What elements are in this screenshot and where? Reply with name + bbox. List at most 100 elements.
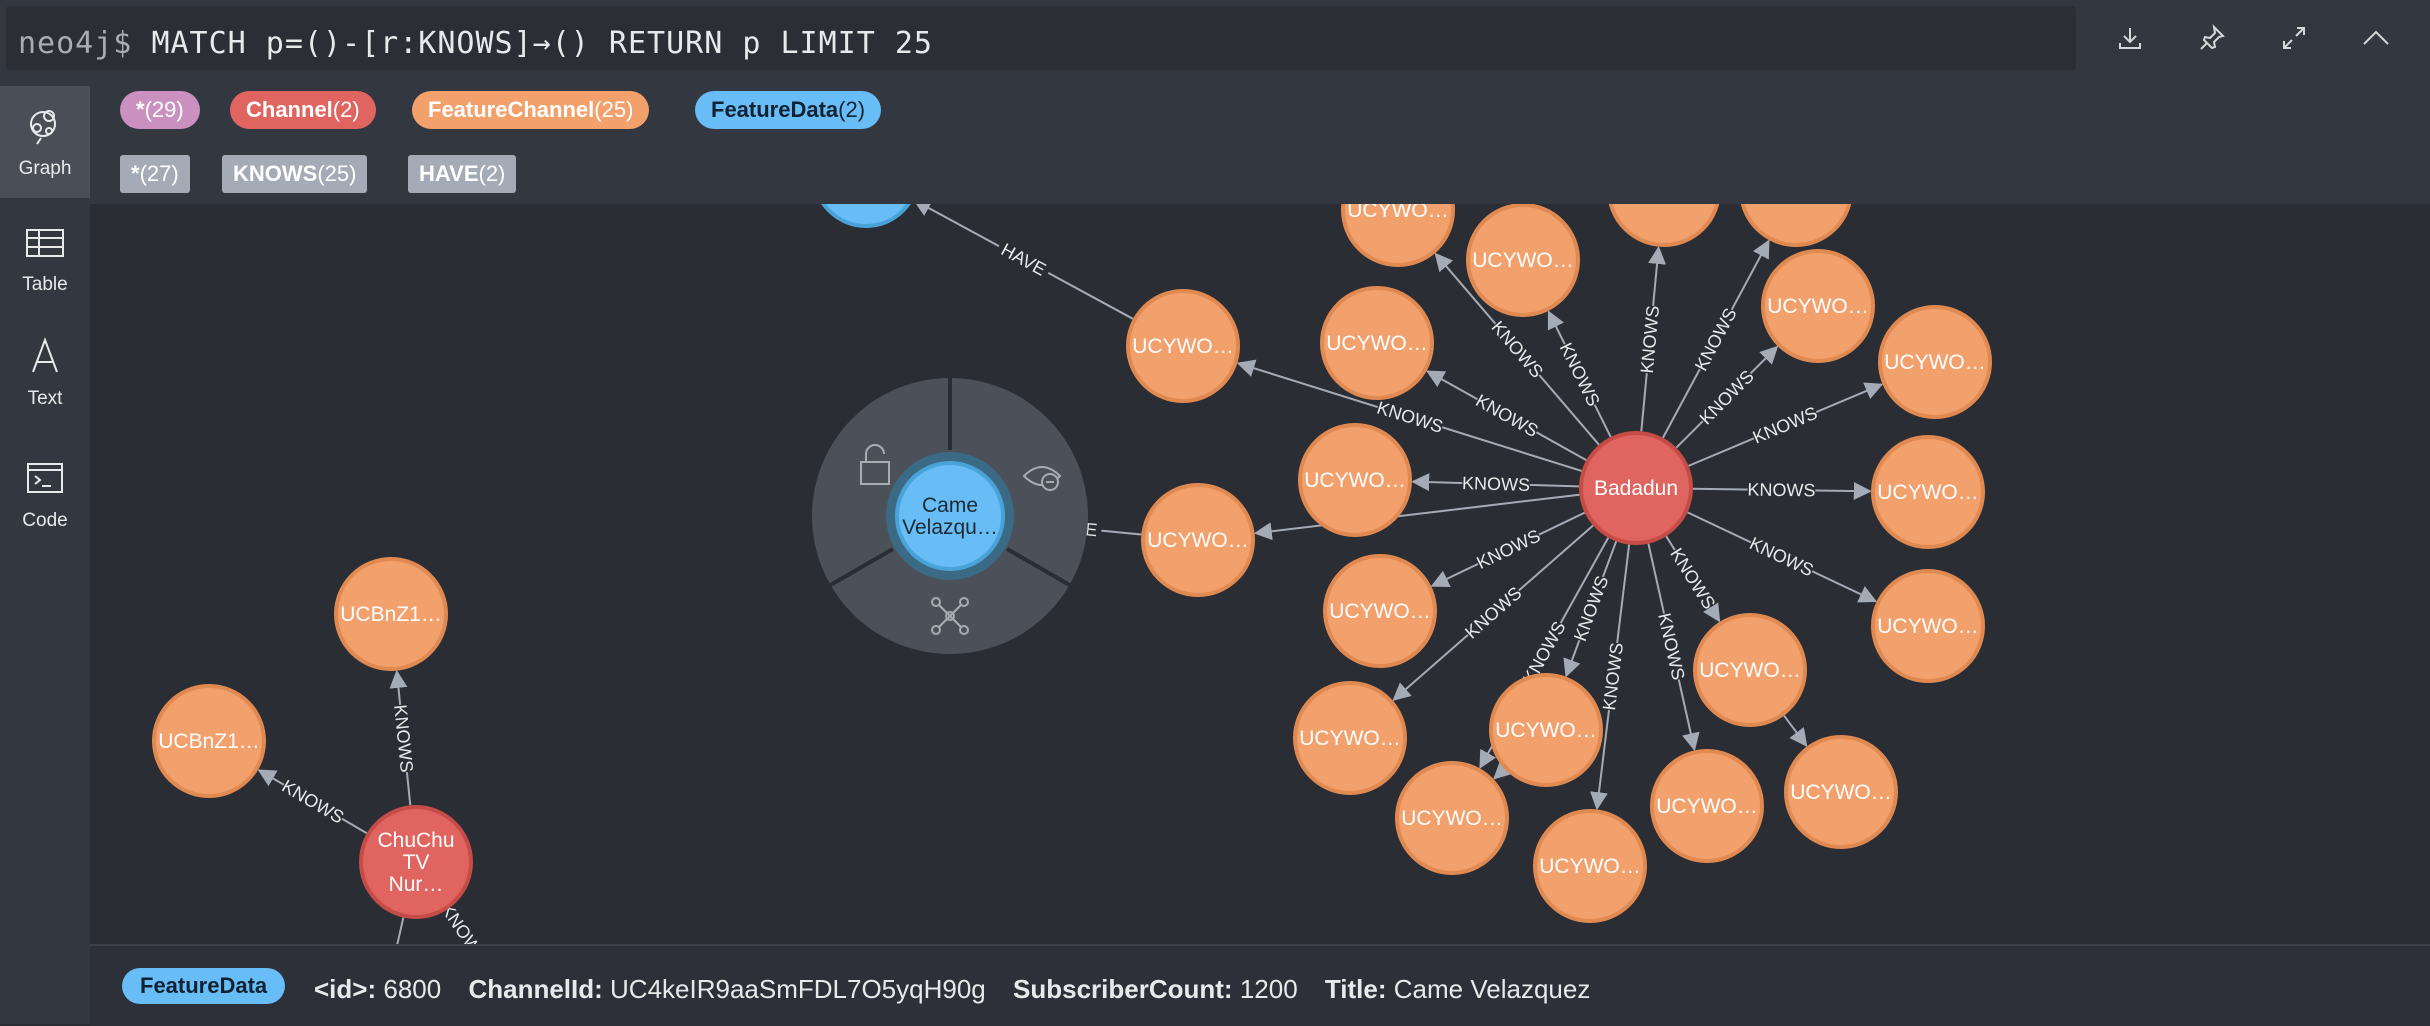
edge-label: KNOWS [1747, 478, 1816, 502]
node-caption: UCYWO… [1299, 727, 1401, 750]
edge-relationship[interactable]: KNOWS [1692, 478, 1872, 502]
node-featuredata-selected[interactable]: CameVelazqu… [895, 461, 1005, 571]
edge-label: KNOWS [1690, 304, 1742, 375]
hide-node-icon[interactable] [1022, 466, 1062, 491]
expand-icon[interactable] [2272, 16, 2316, 60]
node-circle [1395, 761, 1509, 875]
svg-text:HAVE: HAVE [998, 239, 1049, 279]
node-featurechannel[interactable]: UCYWO… [1395, 761, 1509, 875]
legend-label-featuredata[interactable]: FeatureData(2) [695, 91, 882, 129]
query-prompt: neo4j$ [18, 26, 133, 61]
edge-relationship[interactable]: KNOWS [1430, 511, 1586, 587]
legend-rel-count: (2) [478, 161, 506, 186]
legend-rel-name: KNOWS [233, 161, 318, 186]
legend-rel-name: HAVE [419, 161, 479, 186]
node-caption: TV [403, 851, 430, 874]
expand-relationships-icon[interactable] [931, 597, 969, 635]
legend-label-name: * [136, 97, 145, 122]
prop-key: <id>: [314, 974, 377, 1004]
legend-label-featurechannel[interactable]: FeatureChannel(25) [412, 91, 650, 129]
legend-label-name: FeatureChannel [428, 97, 595, 122]
edge-relationship[interactable] [1783, 715, 1808, 747]
node-featurechannel[interactable]: UCYWO… [1298, 423, 1412, 537]
node-featurechannel[interactable]: UCYWO… [1320, 286, 1434, 400]
query-text[interactable]: MATCH p=()-[r:KNOWS]→() RETURN p LIMIT 2… [151, 26, 933, 61]
edge-relationship[interactable] [1253, 493, 1580, 541]
node-caption: UCYWO… [1347, 204, 1449, 222]
node-featurechannel[interactable]: UCYWO… [1533, 809, 1647, 923]
node-featurechannel[interactable]: UCYWO… [1293, 681, 1407, 795]
node-featurechannel[interactable]: UCYWO… [1141, 483, 1255, 597]
edge-relationship[interactable]: HAVE [912, 204, 1134, 320]
node-featurechannel[interactable]: UCYWO… [1761, 249, 1875, 363]
node-circle [821, 204, 911, 228]
node-caption: UCYWO… [1884, 351, 1986, 374]
sidebar-item-code[interactable]: Code [0, 438, 90, 550]
node-featurechannel[interactable]: UCYWO… [1650, 749, 1764, 863]
node-caption: UCYWO… [1767, 295, 1869, 318]
node-featurechannel[interactable]: UCYWO… [1341, 204, 1455, 267]
edge-relationship[interactable]: KNOWS [1635, 245, 1667, 432]
legend-label-count: (25) [594, 97, 634, 122]
details-label-badge[interactable]: FeatureData [122, 968, 286, 1004]
node-featurechannel[interactable]: UCBnZ1… [334, 557, 448, 671]
edge-relationship[interactable]: KNOWS [1687, 511, 1878, 603]
node-caption: UCBnZ1… [158, 730, 260, 753]
edge-relationship[interactable] [1493, 760, 1513, 780]
node-featurechannel[interactable]: UCYWO… [1871, 569, 1985, 683]
node-featurechannel[interactable] [1740, 204, 1852, 247]
node-featurechannel[interactable]: UCYWO… [1323, 554, 1437, 668]
node-featuredata[interactable] [814, 204, 918, 228]
node-circle [1489, 673, 1603, 787]
node-circle [1341, 204, 1455, 267]
node-featurechannel[interactable]: UCYWO… [1126, 289, 1240, 403]
sidebar-item-label: Code [22, 510, 68, 531]
edge-relationship[interactable]: KNOWS [1411, 472, 1580, 496]
node-featurechannel[interactable]: UCBnZ1… [152, 684, 266, 798]
legend-label-channel[interactable]: Channel(2) [230, 91, 376, 129]
node-featurechannel[interactable] [1608, 204, 1720, 247]
edge-relationship[interactable] [396, 917, 405, 944]
legend-rel-knows[interactable]: KNOWS(25) [222, 155, 368, 193]
unlock-icon[interactable] [860, 444, 890, 485]
sidebar-item-table[interactable]: Table [0, 202, 90, 314]
node-featurechannel[interactable]: UCYWO… [1784, 735, 1898, 849]
edge-label: KNOWS [278, 775, 348, 829]
node-featurechannel[interactable]: UCYWO… [1693, 613, 1807, 727]
edge-line [1493, 760, 1513, 780]
edge-label: KNOWS [389, 704, 418, 773]
download-icon[interactable] [2108, 16, 2152, 60]
node-caption: UCYWO… [1877, 615, 1979, 638]
legend-panel: *(29) Channel(2) FeatureChannel(25) Feat… [90, 76, 2430, 204]
edge-label: KNOWS [1473, 524, 1544, 574]
node-featurechannel[interactable]: UCYWO… [1871, 435, 1985, 549]
node-channel-badadun[interactable]: Badadun [1579, 431, 1693, 545]
edge-relationship[interactable]: KNOWS [1665, 535, 1721, 623]
edge-label: KNOWS [1635, 305, 1665, 374]
legend-label-all[interactable]: *(29) [120, 91, 200, 129]
node-caption: UCYWO… [1877, 481, 1979, 504]
node-featurechannel[interactable]: UCYWO… [1489, 673, 1603, 787]
view-sidebar: Graph Table Text Code [0, 76, 90, 1024]
sidebar-item-graph[interactable]: Graph [0, 86, 90, 198]
node-circle [1466, 204, 1580, 317]
edge-line [396, 917, 405, 944]
pin-icon[interactable] [2190, 16, 2234, 60]
node-channel-chuchu[interactable]: ChuChuTVNur… [359, 805, 473, 919]
node-caption: UCYWO… [1132, 335, 1234, 358]
legend-rel-all[interactable]: *(27) [120, 155, 190, 193]
node-featurechannel[interactable]: UCYWO… [1878, 305, 1992, 419]
edge-relationship[interactable]: KNOWS [257, 769, 368, 835]
svg-text:KNOWS: KNOWS [1375, 397, 1446, 436]
sidebar-item-text[interactable]: Text [0, 316, 90, 428]
query-editor[interactable]: neo4j$ MATCH p=()-[r:KNOWS]→() RETURN p … [6, 6, 2076, 70]
edge-relationship[interactable]: KNOWS [389, 669, 418, 806]
node-featurechannel[interactable]: UCYWO… [1466, 204, 1580, 317]
edge-relationship[interactable]: KNOWS [1547, 310, 1612, 438]
legend-rel-have[interactable]: HAVE(2) [408, 155, 517, 193]
sidebar-item-label: Table [22, 274, 68, 295]
node-circle [334, 557, 448, 671]
collapse-icon[interactable] [2354, 16, 2398, 60]
